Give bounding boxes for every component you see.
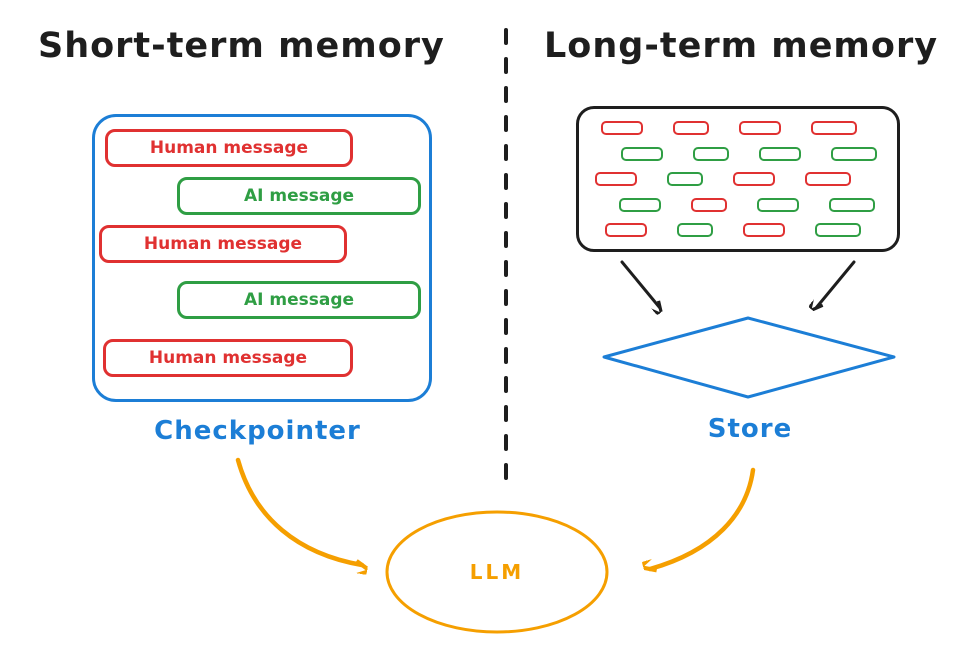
red-memory-pill <box>805 172 851 186</box>
memory-pill-row <box>595 146 881 161</box>
checkpointer-label: Checkpointer <box>154 416 361 446</box>
store-label: Store <box>707 414 793 444</box>
green-memory-pill <box>829 197 875 212</box>
green-memory-pill <box>677 223 713 237</box>
long-term-memory-title: Long-term memory <box>544 26 939 66</box>
memory-pill-row <box>595 121 881 135</box>
ai-message-box: AI message <box>177 177 421 215</box>
store-box-to-diamond-arrow-left <box>620 260 660 308</box>
store-box-to-diamond-arrow-right <box>816 260 856 308</box>
green-memory-pill <box>693 146 729 161</box>
green-memory-pill <box>815 223 861 237</box>
red-memory-pill <box>691 197 727 212</box>
red-memory-pill <box>739 121 781 135</box>
green-memory-pill <box>619 197 661 212</box>
human-message-box: Human message <box>99 225 347 263</box>
red-memory-pill <box>811 121 857 135</box>
long-term-memory-store-box <box>576 106 900 252</box>
red-memory-pill <box>733 172 775 186</box>
green-memory-pill <box>759 146 801 161</box>
red-memory-pill <box>673 121 709 135</box>
memory-pill-row <box>595 172 881 186</box>
short-term-memory-title: Short-term memory <box>38 26 445 66</box>
red-memory-pill <box>743 223 785 237</box>
red-memory-pill <box>601 121 643 135</box>
llm-label: LLM <box>469 560 525 584</box>
store-to-llm-arrow <box>650 467 756 569</box>
green-memory-pill <box>621 146 663 161</box>
checkpointer-message-stack: Human message AI message Human message A… <box>92 114 432 402</box>
green-memory-pill <box>831 146 877 161</box>
store-diamond <box>602 316 896 399</box>
memory-pill-row <box>595 197 881 212</box>
red-memory-pill <box>595 172 637 186</box>
red-memory-pill <box>605 223 647 237</box>
checkpointer-to-llm-arrow <box>235 457 362 565</box>
ai-message-box: AI message <box>177 281 421 319</box>
memory-pill-row <box>595 223 881 237</box>
human-message-box: Human message <box>105 129 353 167</box>
green-memory-pill <box>667 172 703 186</box>
human-message-box: Human message <box>103 339 353 377</box>
green-memory-pill <box>757 197 799 212</box>
